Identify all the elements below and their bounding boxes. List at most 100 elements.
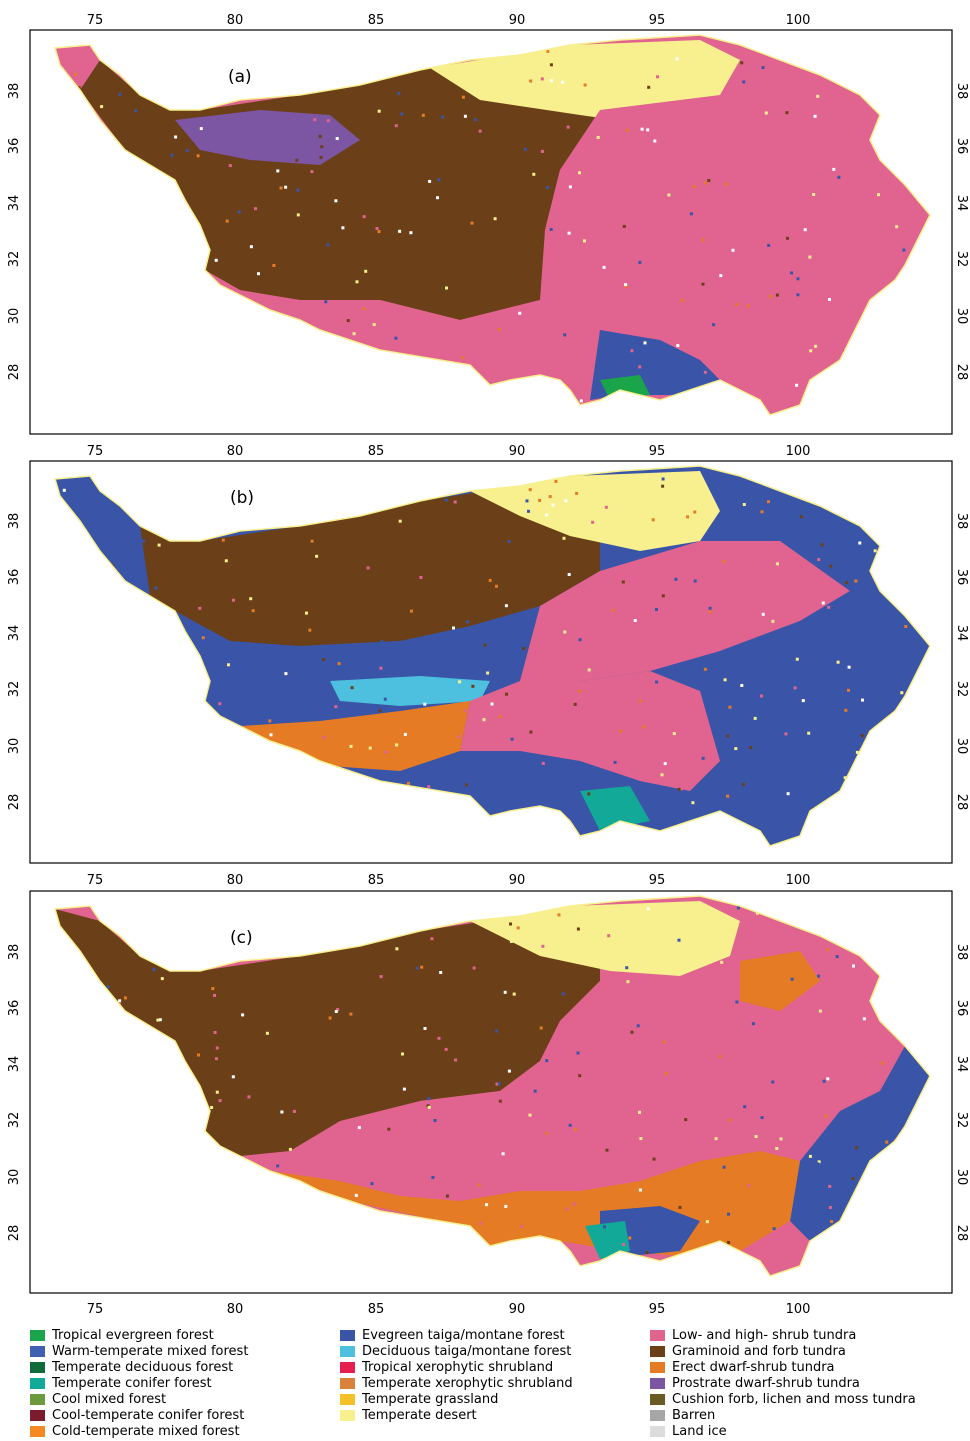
lat-tick: 36 (7, 569, 22, 586)
map-pixel (319, 156, 323, 159)
map-pixel (528, 1141, 532, 1145)
map-pixel (209, 960, 213, 964)
map-pixel (576, 927, 580, 931)
map-pixel (863, 1026, 867, 1030)
map-pixel (74, 72, 78, 76)
top-lon-tick: 85 (368, 13, 385, 28)
map-pixel (182, 818, 185, 822)
map-pixel (854, 579, 858, 583)
map-pixel (162, 1097, 166, 1101)
map-pixel (227, 663, 230, 667)
map-pixel (320, 145, 324, 149)
map-pixel (816, 94, 820, 98)
map-pixel (427, 1105, 431, 1109)
map-pixel (461, 95, 465, 99)
legend-swatch (650, 1409, 665, 1421)
legend-item: Temperate conifer forest (30, 1375, 340, 1391)
map-pixel (847, 665, 851, 669)
map-pixel (60, 1095, 64, 1098)
legend-column: Tropical evergreen forest Warm-temperate… (30, 1327, 340, 1439)
map-pixel (572, 1202, 576, 1206)
map-pixel (174, 337, 178, 341)
map-pixel (488, 578, 492, 582)
map-panel-c: 38 36 34 32 30 28 38 36 34 32 30 28 (c) … (7, 890, 969, 1315)
map-pixel (258, 89, 262, 93)
map-pixel (284, 1193, 288, 1196)
map-pixel (528, 488, 532, 492)
plateau-edge (54, 34, 931, 416)
map-pixel (860, 734, 864, 738)
map-pixel (542, 1247, 546, 1251)
lat-tick: 34 (954, 625, 969, 642)
map-pixel (621, 580, 625, 584)
map-pixel (398, 519, 402, 523)
map-pixel (384, 750, 388, 754)
map-pixel (100, 105, 104, 109)
map-pixel (747, 1184, 751, 1188)
top-lon-tick: 95 (649, 13, 666, 28)
map-pixel (888, 302, 891, 306)
map-pixel (625, 606, 629, 610)
map-pixel (529, 730, 533, 734)
vegetation-map (54, 34, 931, 416)
map-pixel (366, 566, 370, 570)
map-pixel (132, 741, 136, 745)
legend-item: Low- and high- shrub tundra (650, 1327, 960, 1343)
map-pixel (303, 604, 307, 608)
map-pixel (852, 1185, 856, 1189)
map-pixel (760, 694, 763, 698)
map-pixel (444, 498, 448, 502)
map-pixel (353, 1047, 357, 1051)
map-pixel (495, 236, 499, 240)
map-pixel (479, 1222, 483, 1225)
map-pixel (445, 286, 448, 290)
map-pixel (818, 1009, 822, 1013)
map-pixel (213, 993, 216, 997)
map-pixel (817, 974, 821, 978)
map-pixel (661, 484, 665, 488)
map-pixel (84, 249, 88, 253)
map-pixel (151, 1191, 155, 1195)
map-pixel (430, 937, 434, 941)
lat-tick: 34 (7, 195, 22, 212)
map-pixel (152, 1189, 156, 1193)
map-pixel (137, 912, 141, 916)
map-pixel (394, 336, 398, 340)
legend-label: Cool-temperate conifer forest (52, 1407, 245, 1423)
right-lat-ticks: 38 36 34 32 30 28 (954, 944, 969, 1242)
map-pixel (94, 414, 98, 415)
map-pixel (477, 1183, 481, 1187)
map-pixel (486, 671, 490, 675)
map-pixel (504, 583, 508, 587)
legend-swatch (30, 1409, 45, 1421)
map-pixel (107, 280, 111, 284)
bottom-lon-tick: 75 (87, 873, 104, 888)
map-pixel (193, 1245, 197, 1249)
map-pixel (428, 388, 431, 392)
legend-column: Evegreen taiga/montane forest Deciduous … (340, 1327, 650, 1423)
map-pixel (587, 792, 591, 796)
map-pixel (472, 966, 476, 970)
map-pixel (175, 269, 179, 273)
map-pixel (527, 509, 530, 513)
lat-tick: 30 (7, 1169, 22, 1186)
map-pixel (416, 1265, 420, 1269)
lat-tick: 38 (954, 944, 969, 961)
legend-item: Barren (650, 1407, 960, 1423)
map-pixel (131, 343, 135, 347)
map-pixel (88, 332, 92, 336)
bottom-lon-tick: 85 (368, 1302, 385, 1315)
map-pixel (386, 51, 390, 55)
map-pixel (562, 536, 566, 540)
legend-item: Erect dwarf-shrub tundra (650, 1359, 960, 1375)
map-panel-b: 38 36 34 32 30 28 38 36 34 32 30 28 (b) … (7, 460, 969, 888)
map-pixel (575, 491, 579, 495)
map-pixel (441, 115, 444, 119)
map-pixel (396, 166, 400, 170)
map-pixel (334, 1254, 338, 1258)
map-pixel (824, 1114, 828, 1118)
left-lat-ticks: 38 36 34 32 30 28 (7, 944, 22, 1242)
map-pixel (568, 1123, 572, 1127)
map-pixel (605, 1148, 609, 1152)
map-pixel (496, 1047, 499, 1051)
